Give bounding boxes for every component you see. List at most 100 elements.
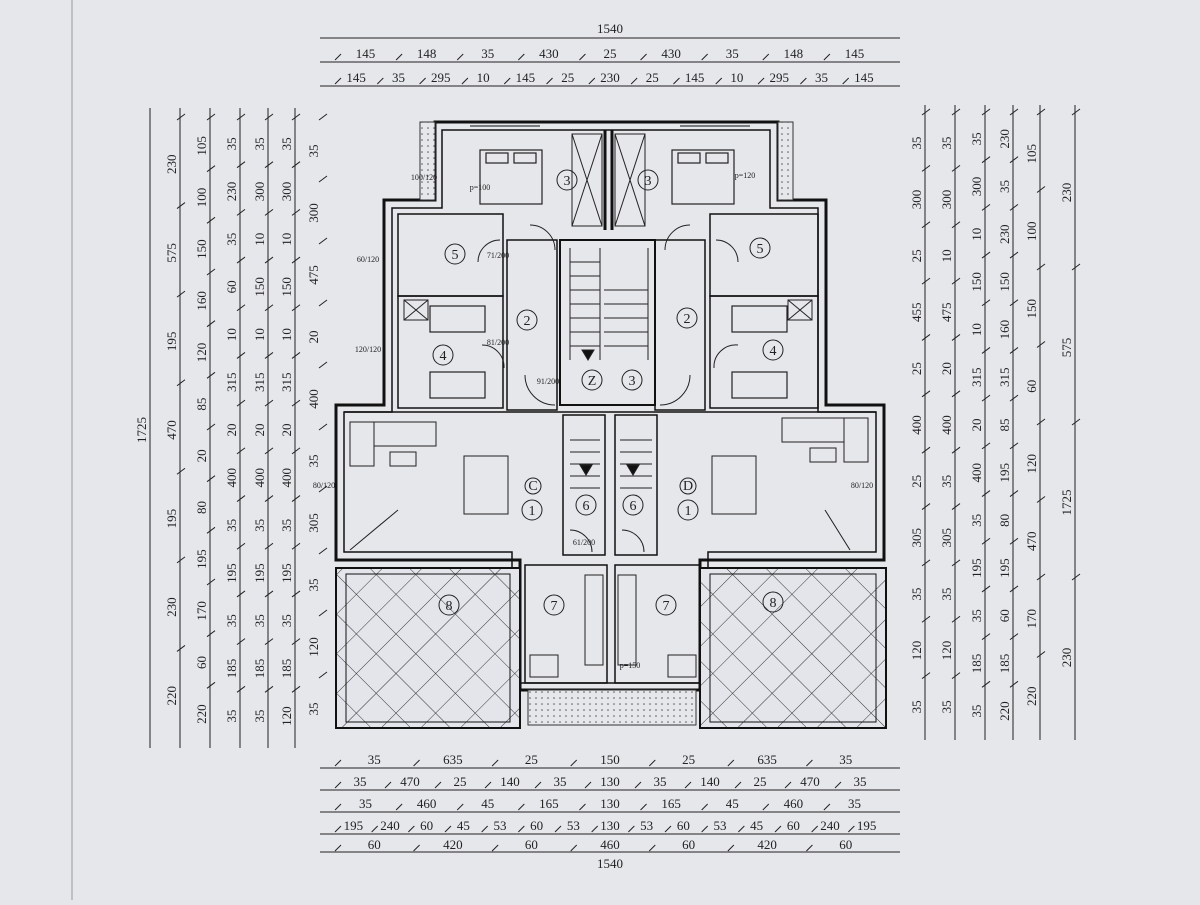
right-dim-tick	[981, 156, 991, 164]
left-dim-tick	[264, 495, 274, 502]
right-dim-label: 25	[909, 249, 924, 262]
right-dim-tick	[1009, 108, 1019, 116]
opening-labels: 100/12060/120120/12080/12071/20081/20091…	[313, 171, 873, 670]
left-dim-label: 400	[224, 468, 239, 488]
top-dim2-label: 10	[730, 70, 743, 85]
left-dim-tick	[236, 208, 246, 216]
bottom-dimension-lines	[320, 767, 900, 853]
left-dim-label: 315	[252, 373, 267, 393]
right-dim-tick	[1009, 394, 1019, 402]
bot-dim4-tick	[591, 825, 599, 833]
top-dim1-tick	[395, 53, 403, 61]
left-dim-tick	[236, 113, 246, 121]
top-dim2-tick	[546, 77, 553, 85]
right-dim-label: 230	[1059, 648, 1074, 668]
left-dim-label: 35	[224, 710, 239, 723]
right-dim-tick	[921, 164, 931, 172]
left-dim-columns: 2305751954701952302201051001501601208520…	[164, 113, 328, 726]
kitchen-counters	[529, 574, 697, 678]
room-3-right: 3	[645, 174, 652, 189]
left-dim-tick	[236, 685, 246, 693]
left-dim-label: 35	[252, 137, 267, 150]
bot-dim5-label: 60	[368, 837, 381, 852]
stair-main	[569, 248, 649, 361]
door-swings	[349, 224, 851, 553]
right-dim-label: 35	[969, 609, 984, 622]
left-dim-label: 150	[279, 277, 294, 297]
right-dim-tick	[951, 277, 961, 285]
right-dim-label: 20	[939, 362, 954, 375]
bot-dim1-label: 35	[839, 752, 852, 767]
right-dim-label: 35	[939, 475, 954, 488]
top-dim2-label: 230	[600, 70, 620, 85]
right-dim-label: 80	[997, 514, 1012, 527]
right-dim-tick	[1071, 418, 1081, 426]
left-dim-tick	[318, 175, 328, 183]
room-6-right: 6	[630, 499, 637, 514]
top-dim2-tick	[630, 77, 638, 85]
right-dim-tick	[921, 559, 931, 567]
right-dim-tick	[951, 615, 961, 623]
left-dim-label: 195	[194, 549, 209, 569]
room-4-right: 4	[770, 344, 777, 359]
right-dim-tick	[1036, 186, 1046, 193]
bot-dim4-label: 60	[530, 818, 543, 833]
left-dim-label: 60	[224, 280, 239, 293]
left-dim-tick	[206, 320, 216, 328]
top-dim2-tick	[334, 77, 342, 85]
bot-dim5-label: 460	[600, 837, 620, 852]
opening-label: 81/200	[487, 338, 509, 347]
bot-dim2-tick	[434, 781, 442, 789]
opening-label: 120/120	[355, 345, 381, 354]
left-dim-tick	[264, 161, 274, 169]
right-dim-label: 305	[939, 528, 954, 548]
room-2-right: 2	[684, 312, 691, 327]
top-dim2-label: 145	[346, 70, 366, 85]
bot-dim2-tick	[384, 781, 392, 789]
top-dim2-label: 35	[392, 70, 405, 85]
bot-dim4-tick	[444, 825, 452, 833]
top-dim1-label: 25	[604, 46, 617, 61]
right-dim-tick	[1036, 496, 1046, 503]
top-dim2-label: 145	[685, 70, 705, 85]
top-dim1-label: 430	[539, 46, 559, 61]
bot-dim4-tick	[517, 825, 525, 833]
bot-dim3-tick	[701, 803, 709, 811]
right-dim-label: 305	[909, 528, 924, 548]
left-dim-label: 20	[194, 449, 209, 462]
left-dim-label: 300	[306, 203, 321, 223]
left-dim-tick	[236, 447, 246, 455]
bot-dim1-label: 25	[525, 752, 538, 767]
left-dim-tick	[206, 113, 216, 121]
right-dim-label: 150	[997, 272, 1012, 292]
left-dim-tick	[176, 379, 186, 387]
left-dim-tick	[264, 542, 274, 550]
left-dim-tick	[318, 361, 328, 369]
left-dim-tick	[206, 578, 216, 586]
left-dim-tick	[236, 542, 246, 550]
right-dim-tick	[1009, 490, 1019, 497]
right-dim-label: 35	[939, 700, 954, 713]
top-dim1-label: 148	[417, 46, 437, 61]
right-dim-tick	[951, 559, 961, 567]
right-dim-tick	[951, 503, 961, 510]
top-dim2-tick	[419, 77, 426, 85]
opening-label: p=100	[470, 183, 491, 192]
right-dim-label: 195	[997, 558, 1012, 578]
right-dim-label: 315	[969, 368, 984, 388]
left-dim-label: 35	[224, 519, 239, 532]
right-dim-label: 120	[909, 641, 924, 661]
right-dim-tick	[1036, 651, 1046, 658]
room-1-right: 1	[685, 504, 692, 519]
left-dim-tick	[206, 371, 216, 379]
top-dim2-label: 145	[516, 70, 536, 85]
right-dim-tick	[921, 277, 931, 285]
right-dim-label: 195	[969, 558, 984, 578]
room-3-stair: 3	[629, 374, 636, 389]
top-dim1-tick	[701, 53, 709, 61]
bot-dim4-label: 60	[420, 818, 433, 833]
planter-left	[419, 121, 436, 201]
bot-dim4-label: 195	[857, 818, 877, 833]
